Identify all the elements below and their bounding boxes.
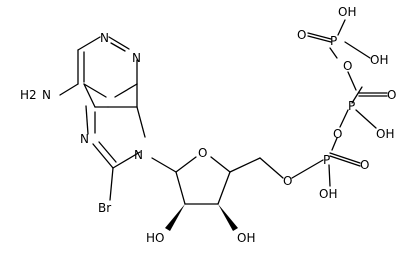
pg-oh-top-label: OH (338, 5, 356, 19)
amine-h2-label: H2 (20, 88, 37, 102)
c3-oh-label: OH (237, 231, 255, 245)
n7-label: N (80, 132, 89, 146)
pa-o-double-label: O (360, 158, 369, 172)
pb-oh-label: OH (376, 127, 394, 141)
pbg-o-label: O (343, 59, 352, 73)
n9-label: N (134, 148, 143, 162)
purine-ring (59, 36, 146, 201)
o5-label: O (283, 174, 292, 188)
pa-oh-label: OH (319, 187, 337, 201)
n3-label: N (132, 51, 141, 65)
pa-label: P (323, 153, 330, 167)
c2-oh-wedge (165, 204, 185, 231)
c3-oh-wedge (218, 204, 238, 231)
phosphate-bonds (291, 19, 388, 187)
pab-o-label: O (333, 127, 342, 141)
pb-label: P (348, 99, 355, 113)
ring-o-label: O (198, 146, 207, 160)
n1-label: N (100, 31, 109, 45)
amine-n-label: N (42, 88, 51, 102)
atom-labels: N H2 N N N N Br O HO OH O P O OH O P O O… (20, 5, 396, 245)
br-label: Br (98, 201, 111, 215)
pg-label: P (330, 34, 337, 48)
pg-oh-right-label: OH (370, 53, 388, 67)
pg-o-double-label: O (297, 28, 306, 42)
c2-ho-label: HO (146, 231, 164, 245)
pb-o-double-label: O (387, 88, 396, 102)
ribose-bonds (151, 156, 284, 205)
